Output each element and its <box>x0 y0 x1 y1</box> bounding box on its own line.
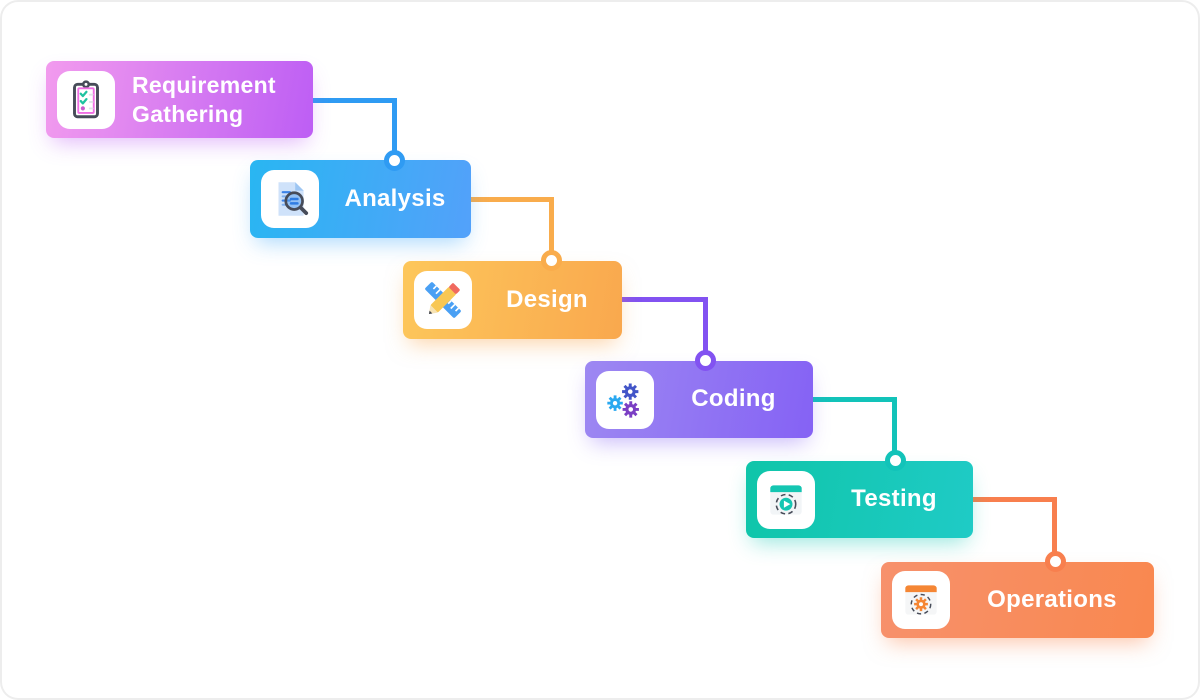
document-magnifier-icon <box>278 182 309 216</box>
stage-operations: Operations <box>881 562 1154 638</box>
stage-icon-tile <box>892 571 950 629</box>
gears-icon <box>607 382 639 418</box>
connector-node-dot <box>695 350 716 371</box>
connector-line-v <box>892 397 897 461</box>
connector-node-dot <box>384 150 405 171</box>
connector-node-dot <box>885 450 906 471</box>
connector-node-dot <box>1045 551 1066 572</box>
clipboard-checklist-icon <box>73 79 99 118</box>
stage-icon-tile <box>596 370 654 429</box>
stage-label: Design <box>506 285 588 313</box>
browser-gear-icon <box>905 585 937 615</box>
stage-label: Coding <box>691 385 776 413</box>
stage-label: Requirement Gathering <box>132 71 276 127</box>
connector-line-h <box>313 98 397 103</box>
stage-icon-tile <box>757 470 815 529</box>
stage-label: Testing <box>851 485 937 513</box>
stage-testing: Testing <box>746 461 973 538</box>
connector-line-h <box>813 397 897 402</box>
stage-icon-tile <box>57 70 115 129</box>
connector-node-dot <box>541 250 562 271</box>
stage-requirement-gathering: Requirement Gathering <box>46 61 313 138</box>
connector-line-h <box>471 197 554 202</box>
stage-label: Operations <box>987 585 1117 613</box>
pencil-ruler-icon <box>425 282 461 318</box>
stage-icon-tile <box>414 271 472 329</box>
stage-analysis: Analysis <box>250 160 471 238</box>
stage-design: Design <box>403 261 622 339</box>
connector-line-v <box>1052 497 1057 562</box>
connector-line-h <box>622 297 706 302</box>
connector-line-h <box>973 497 1057 502</box>
connector-line-v <box>549 197 554 261</box>
connector-line-v <box>392 98 397 160</box>
stage-icon-tile <box>261 170 319 228</box>
stage-label: Analysis <box>344 184 446 212</box>
browser-play-icon <box>770 484 802 515</box>
stage-coding: Coding <box>585 361 813 438</box>
connector-line-v <box>703 297 708 361</box>
